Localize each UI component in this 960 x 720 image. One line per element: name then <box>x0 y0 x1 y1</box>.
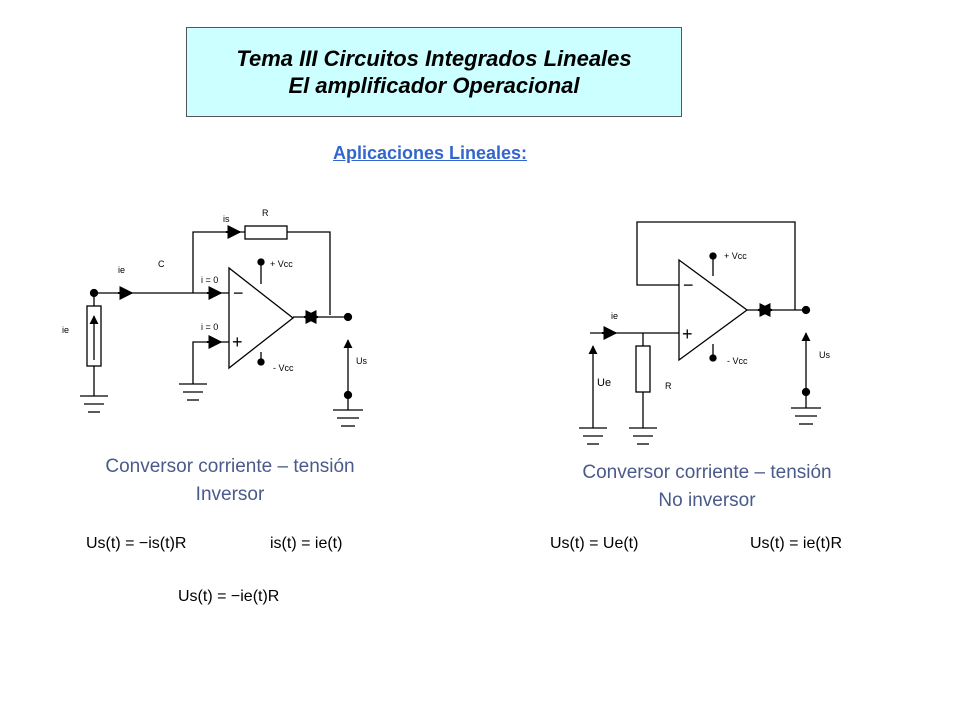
label-plus-right: + <box>682 324 693 344</box>
equation-us-is: Us(t) = −is(t)R <box>86 535 187 552</box>
left-circuit <box>80 225 363 427</box>
label-ue: Ue <box>597 377 611 389</box>
title-box: Tema III Circuitos Integrados Lineales E… <box>186 27 682 117</box>
right-circuit <box>579 221 821 445</box>
label-ie-right: ie <box>611 311 618 321</box>
label-r-left: R <box>262 208 269 218</box>
label-us-right: Us <box>819 350 830 360</box>
label-plus-left: + <box>232 332 243 352</box>
right-opamp-symbol <box>678 258 749 362</box>
left-feedback-resistor <box>244 225 288 240</box>
equation-us-ie-left: Us(t) = −ie(t)R <box>178 588 280 605</box>
right-input-resistor <box>635 345 651 393</box>
label-vcc-neg-right: - Vcc <box>727 356 748 366</box>
label-r-right: R <box>665 381 672 391</box>
label-c: C <box>158 259 165 269</box>
label-ie-left: ie <box>118 265 125 275</box>
right-caption-line-2: No inversor <box>658 490 756 511</box>
label-is: is <box>223 214 230 224</box>
equation-us-ue: Us(t) = Ue(t) <box>550 535 639 552</box>
label-vcc-neg-left: - Vcc <box>273 363 294 373</box>
equation-is-ie: is(t) = ie(t) <box>270 535 343 552</box>
left-caption-line-1: Conversor corriente – tensión <box>105 456 355 477</box>
label-ie-source: ie <box>62 325 69 335</box>
equation-us-ie-right: Us(t) = ie(t)R <box>750 535 842 552</box>
title-line-1: Tema III Circuitos Integrados Lineales <box>236 46 632 71</box>
right-caption-line-1: Conversor corriente – tensión <box>582 462 832 483</box>
label-i0-bottom: i = 0 <box>201 322 218 332</box>
label-vcc-pos-right: + Vcc <box>724 251 747 261</box>
left-opamp-symbol <box>228 266 295 370</box>
label-vcc-pos-left: + Vcc <box>270 259 293 269</box>
label-i0-top: i = 0 <box>201 275 218 285</box>
right-caption: Conversor corriente – tensión No inverso… <box>537 459 877 515</box>
left-caption-line-2: Inversor <box>195 484 265 505</box>
label-minus-right: − <box>683 275 694 295</box>
section-subtitle: Aplicaciones Lineales: <box>332 143 528 163</box>
left-caption: Conversor corriente – tensión Inversor <box>60 453 400 509</box>
label-minus-left: − <box>233 283 244 303</box>
label-us-left: Us <box>356 356 367 366</box>
title-line-2: El amplificador Operacional <box>288 73 580 98</box>
